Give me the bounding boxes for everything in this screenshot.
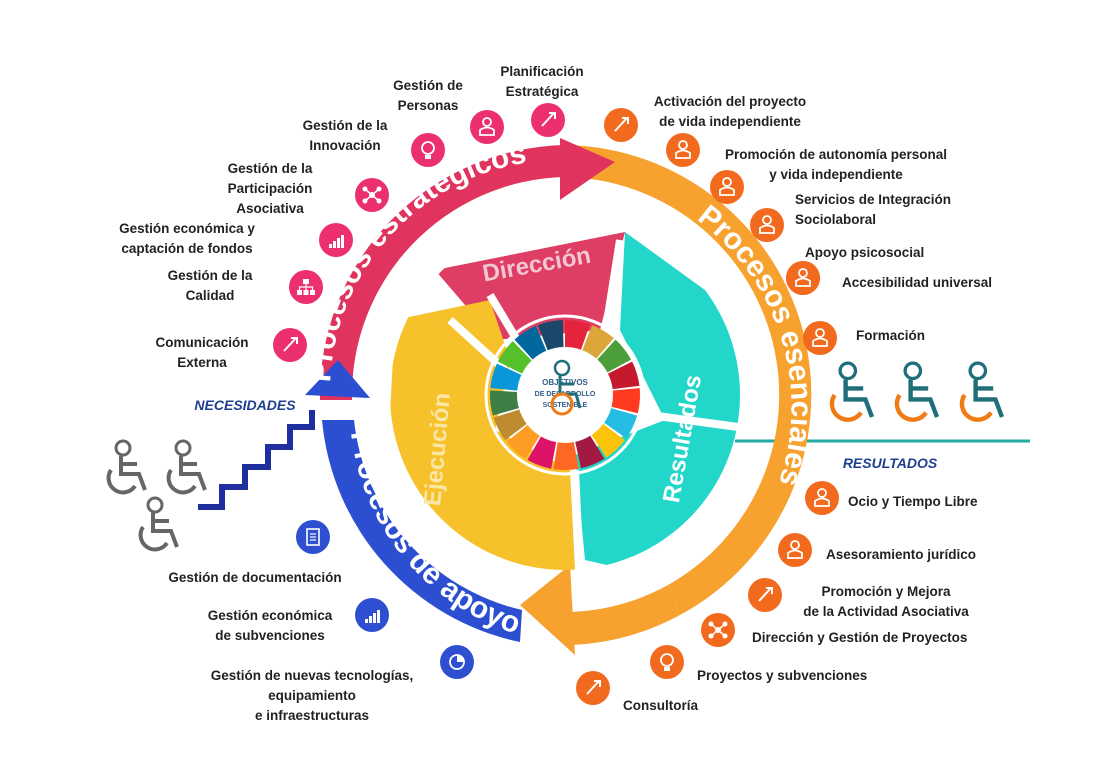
sdg-segment [537, 320, 564, 351]
sdg-segment [514, 325, 547, 360]
arrow-support [305, 360, 370, 398]
ring-essential [565, 145, 812, 615]
essential-item-label: Accesibilidad universal [842, 275, 992, 290]
lightbulb-icon [650, 645, 684, 679]
lightbulb-icon [411, 133, 445, 167]
person-icon [803, 321, 837, 355]
sdg-segment [527, 436, 557, 469]
ring-essential-lower [570, 585, 680, 645]
network-icon [355, 178, 389, 212]
wheelchair-user-icon [550, 359, 582, 416]
support-item-label: Gestión de nuevas tecnologías,equipamien… [211, 668, 414, 723]
wheelchair-user-icon [138, 496, 179, 552]
essential-item-label: Proyectos y subvenciones [697, 668, 867, 683]
sdg-segment [604, 408, 638, 439]
sdg-segment [506, 425, 540, 459]
person-icon [750, 208, 784, 242]
sdg-line3: SOSTENIBLE [543, 402, 588, 409]
wheelchair-user-icon [106, 439, 147, 495]
sdg-segment [553, 442, 579, 470]
sdg-segment [565, 320, 590, 350]
chart-icon [319, 223, 353, 257]
person-icon [786, 261, 820, 295]
rocket-icon [576, 671, 610, 705]
sdg-segment [575, 435, 605, 469]
rocket-icon [604, 108, 638, 142]
person-icon [666, 133, 700, 167]
results-figures [829, 361, 1005, 422]
sdg-segment [611, 388, 640, 414]
rocket-icon [531, 103, 565, 137]
hierarchy-icon [289, 270, 323, 304]
sdg-segment [490, 363, 522, 391]
ring-support [322, 420, 522, 642]
needs-figures [106, 439, 207, 552]
sdg-segment [490, 390, 519, 416]
support-item-label: Gestión de documentación [168, 570, 341, 585]
banner-necesidades: NECESIDADES [194, 397, 296, 413]
document-icon [296, 520, 330, 554]
sdg-segment [597, 339, 632, 373]
person-icon [778, 533, 812, 567]
arrow-essential [520, 565, 575, 655]
rocket-icon [273, 328, 307, 362]
banner-resultados: RESULTADOS [843, 455, 938, 471]
sdg-segment [591, 423, 625, 458]
person-icon [805, 481, 839, 515]
person-icon [470, 110, 504, 144]
stairs [198, 410, 315, 510]
network-icon [701, 613, 735, 647]
essential-item-label: Apoyo psicosocial [805, 245, 924, 260]
sdg-segment [582, 325, 614, 359]
chart-icon [355, 598, 389, 632]
sdg-segment [497, 341, 532, 374]
sdg-segment [493, 409, 527, 441]
wheelchair-user-icon [166, 439, 207, 495]
essential-item-label: Dirección y Gestión de Proyectos [752, 630, 967, 645]
wheelchair-user-icon [894, 361, 940, 422]
essential-item-label: Consultoría [623, 698, 698, 713]
sdg-wheel [484, 314, 646, 476]
wheelchair-user-icon [829, 361, 875, 422]
person-icon [710, 170, 744, 204]
sdg-segment [607, 361, 640, 390]
pie-chart-icon [440, 645, 474, 679]
essential-item-label: Ocio y Tiempo Libre [848, 494, 978, 509]
wheelchair-user-icon [959, 361, 1005, 422]
rocket-icon [748, 578, 782, 612]
arrow-strategic [560, 138, 615, 200]
essential-item-label: Formación [856, 328, 925, 343]
essential-item-label: Asesoramiento jurídico [826, 547, 976, 562]
